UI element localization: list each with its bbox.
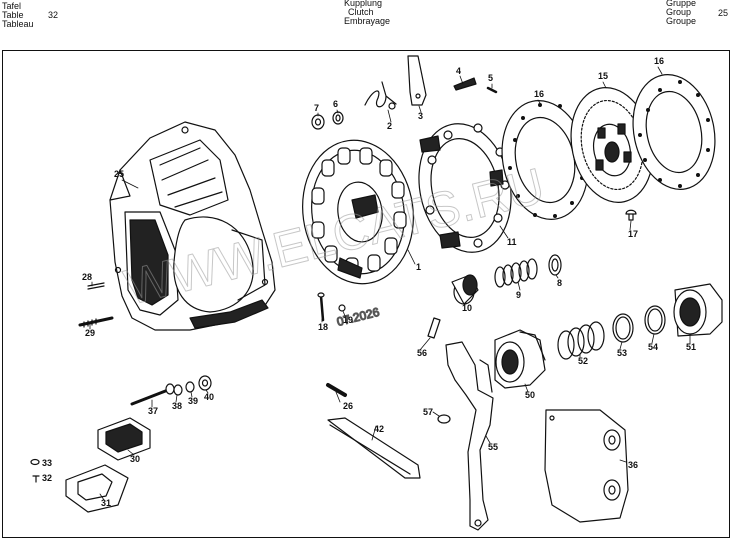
part-label-32: 32 xyxy=(42,473,52,483)
label-groupe: Groupe xyxy=(666,16,697,26)
pin-part-26 xyxy=(326,383,347,397)
part-label-1: 1 xyxy=(416,262,421,272)
part-label-17: 17 xyxy=(628,229,638,239)
part-label-10: 10 xyxy=(462,303,472,313)
part-label-3: 3 xyxy=(418,111,423,121)
leader-lines xyxy=(89,66,691,501)
label-clutch: Clutch xyxy=(348,7,374,17)
stud-part-28 xyxy=(87,282,105,290)
part-label-53: 53 xyxy=(617,348,627,358)
release-bearing-part-50 xyxy=(494,329,546,389)
part-number-labels: 1 2 3 4 5 6 7 8 9 10 11 15 16 16 17 18 1… xyxy=(42,56,696,508)
part-label-29: 29 xyxy=(85,328,95,338)
adjusting-screw-part-4 xyxy=(453,77,477,91)
spring-part-52 xyxy=(557,321,605,360)
bolt-part-37 xyxy=(130,383,175,406)
part-label-26: 26 xyxy=(343,401,353,411)
bearing-part-51 xyxy=(673,283,723,337)
part-label-6: 6 xyxy=(333,99,338,109)
pressure-plate-part xyxy=(302,139,414,285)
part-label-42: 42 xyxy=(374,424,384,434)
part-label-2: 2 xyxy=(387,121,392,131)
sleeve-part-10 xyxy=(451,274,479,305)
pin-part-5 xyxy=(486,86,498,94)
label-group: Group xyxy=(666,7,692,17)
cover-ring-part-11 xyxy=(418,123,512,253)
part-label-36: 36 xyxy=(628,460,638,470)
screw-part-32 xyxy=(32,475,40,483)
clutch-fork-part-55 xyxy=(445,341,494,531)
part-label-8: 8 xyxy=(557,278,562,288)
ring-part-54 xyxy=(644,305,666,335)
part-label-54: 54 xyxy=(648,342,658,352)
part-label-16-right: 16 xyxy=(654,56,664,66)
label-tableau: Tableau xyxy=(2,19,34,29)
spring-part-9 xyxy=(494,258,538,288)
clutch-housing-part xyxy=(109,121,276,331)
group-number: 25 xyxy=(718,8,729,18)
part-label-51: 51 xyxy=(686,342,696,352)
label-tafel: Tafel xyxy=(2,1,22,11)
header-left: Tafel Table Tableau xyxy=(2,2,34,29)
part-label-15: 15 xyxy=(598,71,608,81)
washer-part-33 xyxy=(30,458,40,466)
rivet-part-17 xyxy=(625,209,637,221)
driven-plate-part-15 xyxy=(570,87,654,203)
part-label-55: 55 xyxy=(488,442,498,452)
part-label-19: 19 xyxy=(343,315,353,325)
part-label-5: 5 xyxy=(488,73,493,83)
label-table: Table xyxy=(2,10,24,20)
part-label-40: 40 xyxy=(204,392,214,402)
ring-part-57 xyxy=(437,414,451,424)
bracket-part-36 xyxy=(544,409,629,523)
spring-part-2 xyxy=(364,81,397,110)
part-label-11: 11 xyxy=(507,237,517,247)
bolt-part-18 xyxy=(317,292,325,322)
part-label-7: 7 xyxy=(314,103,319,113)
nut-part-40 xyxy=(198,375,212,391)
part-label-16-left: 16 xyxy=(534,89,544,99)
stud-part-29 xyxy=(78,316,114,328)
part-label-4: 4 xyxy=(456,66,461,76)
clip-part-56 xyxy=(427,317,441,339)
rubber-boot-part-30 xyxy=(97,417,151,461)
part-label-39: 39 xyxy=(188,396,198,406)
header-right: Gruppe Group Groupe xyxy=(666,0,696,26)
part-label-31: 31 xyxy=(101,498,111,508)
label-kupplung: Kupplung xyxy=(344,0,383,8)
washer-part-6 xyxy=(332,111,344,125)
part-label-56: 56 xyxy=(417,348,427,358)
label-gruppe: Gruppe xyxy=(666,0,697,8)
header-center: Kupplung Clutch Embrayage xyxy=(344,0,390,26)
part-label-25: 25 xyxy=(114,169,124,179)
washer-part-8 xyxy=(548,254,562,276)
washer-part-39 xyxy=(185,381,195,393)
ring-part-53 xyxy=(612,313,634,343)
cover-plate-part-31 xyxy=(65,464,129,513)
diagram-frame xyxy=(2,50,730,538)
part-label-38: 38 xyxy=(172,401,182,411)
clutch-facing-part-16-right xyxy=(632,74,716,190)
part-label-57: 57 xyxy=(423,407,433,417)
dust-cover-part-42 xyxy=(327,417,421,479)
part-label-33: 33 xyxy=(42,458,52,468)
label-embrayage: Embrayage xyxy=(344,16,391,26)
washer-part-19 xyxy=(338,304,346,312)
part-label-9: 9 xyxy=(516,290,521,300)
washer-part-38 xyxy=(173,384,183,396)
part-label-18: 18 xyxy=(318,322,328,332)
part-label-37: 37 xyxy=(148,406,158,416)
part-label-52: 52 xyxy=(578,356,588,366)
part-label-50: 50 xyxy=(525,390,535,400)
part-label-28: 28 xyxy=(82,272,92,282)
release-lever-part-3 xyxy=(407,55,427,106)
nut-part-7 xyxy=(311,114,325,130)
table-number: 32 xyxy=(48,10,59,20)
part-label-30: 30 xyxy=(130,454,140,464)
